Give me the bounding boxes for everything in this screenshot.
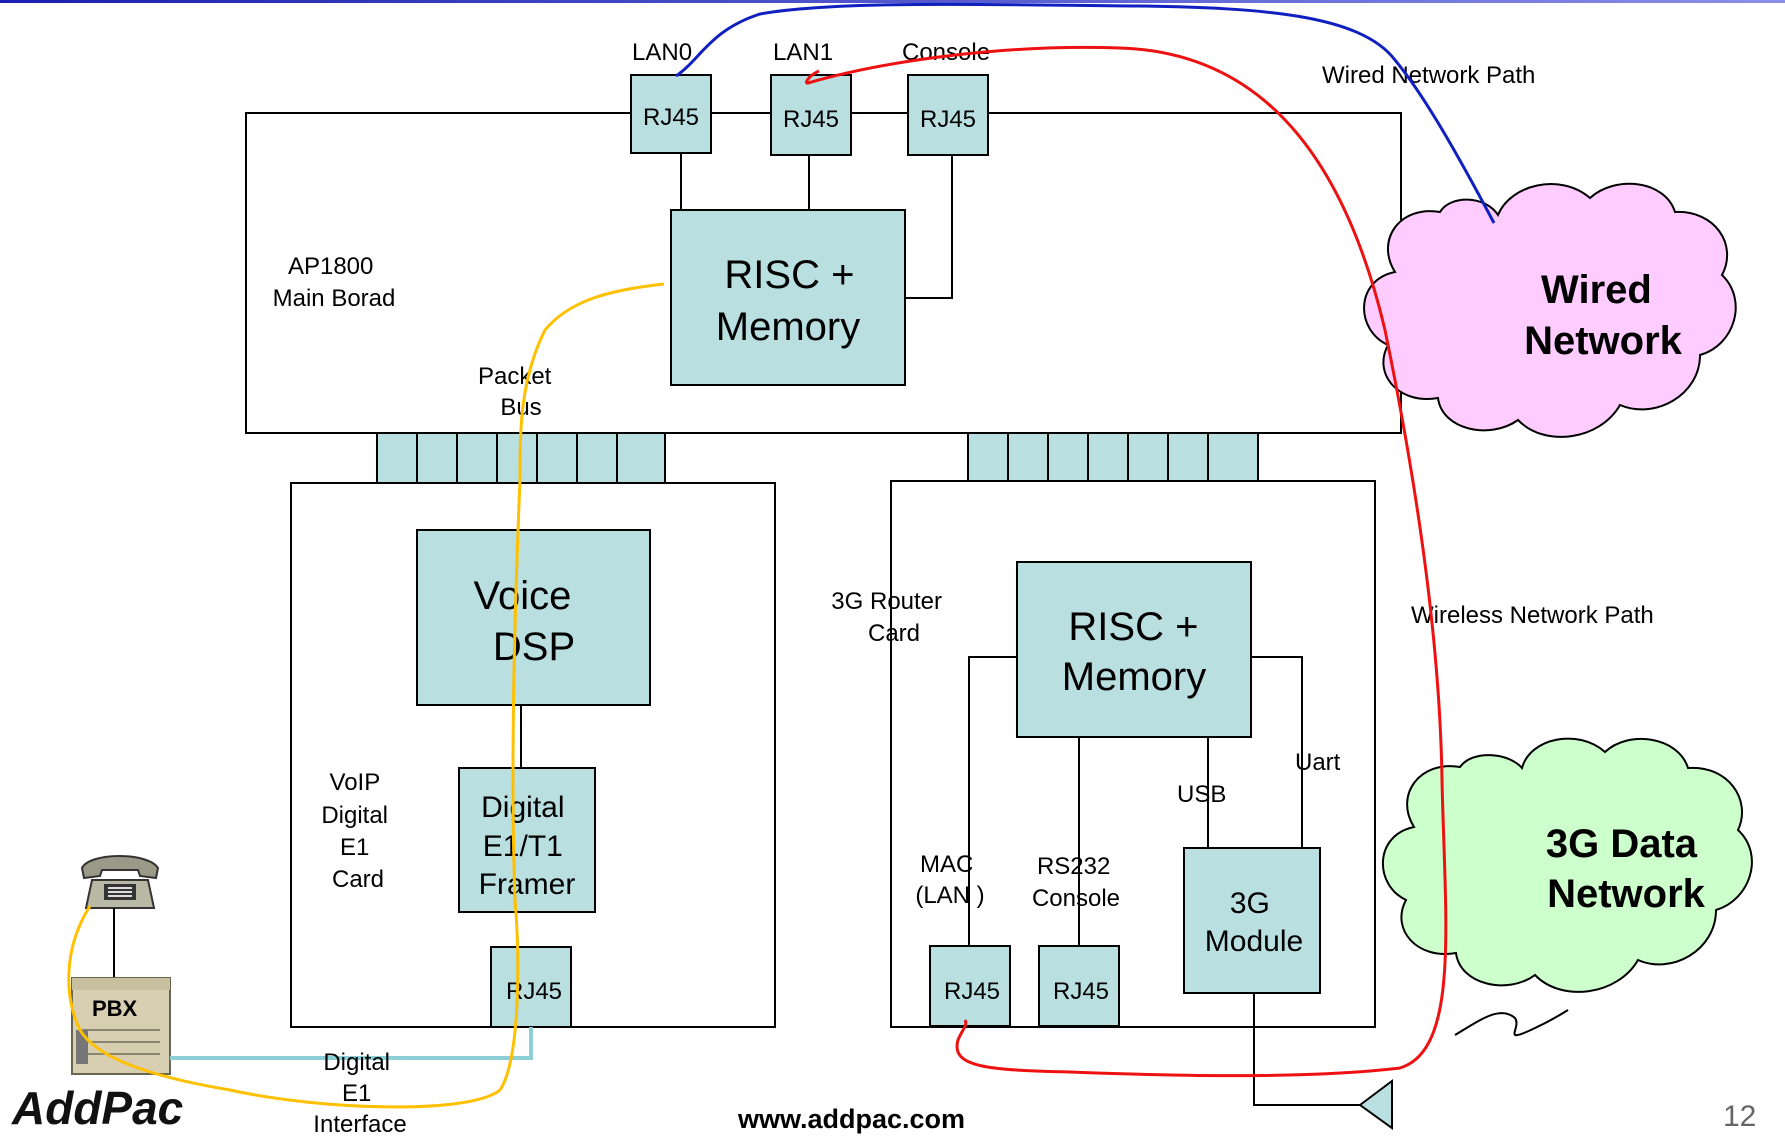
mac-rj45-port: [929, 945, 1011, 1027]
3g-data-network-label: 3G Data Network: [1546, 822, 1708, 916]
risc-memory-router: [1016, 561, 1252, 738]
risc-memory-main-label: RISC + Memory: [716, 253, 866, 349]
lan0-port-label: RJ45: [643, 104, 699, 131]
rs232-console-label: RS232 Console: [1032, 853, 1120, 912]
wireless-path-label: Wireless Network Path: [1411, 602, 1654, 629]
top-bar: [0, 0, 1785, 3]
footer-url: www.addpac.com: [737, 1104, 965, 1134]
lan0-label: LAN0: [632, 39, 692, 66]
rs232-rj45-port: [1038, 945, 1120, 1027]
main-board-label: AP1800 Main Borad: [273, 253, 396, 312]
voip-card: [290, 482, 776, 1028]
antenna-icon: [1358, 1079, 1393, 1130]
mac-lan-label: MAC (LAN ): [915, 851, 984, 909]
telephone-icon: [80, 855, 160, 909]
digital-e1-line: [170, 1027, 533, 1060]
voip-card-label: VoIP Digital E1 Card: [321, 769, 394, 893]
voice-network-path: [67, 282, 665, 1109]
lan1-port-label: RJ45: [783, 106, 839, 133]
lan0-port: [630, 74, 712, 154]
3g-module-label: 3G Module: [1205, 887, 1303, 958]
wireless-wave-icon: [1454, 1009, 1569, 1037]
voice-dsp-label: Voice DSP: [474, 574, 583, 669]
e1t1-framer: [458, 767, 596, 913]
uart-label: Uart: [1295, 749, 1341, 776]
router-card-label: 3G Router Card: [831, 588, 948, 647]
risc-memory-main: [670, 209, 906, 386]
console-port: [907, 74, 989, 156]
3g-module: [1183, 847, 1321, 994]
e1t1-framer-label: Digital E1/T1 Framer: [479, 791, 576, 901]
pbx-label: PBX: [92, 996, 138, 1021]
wired-network-label: Wired Network: [1524, 268, 1683, 363]
3g-data-network-cloud: [1382, 737, 1753, 993]
addpac-logo: AddPac: [11, 1082, 183, 1134]
router-slot-connector: [967, 432, 1259, 484]
mac-rj45-label: RJ45: [944, 978, 1000, 1005]
voip-rj45-label: RJ45: [506, 978, 562, 1005]
risc-memory-router-label: RISC + Memory: [1062, 605, 1210, 699]
wired-path-label: Wired Network Path: [1322, 62, 1535, 89]
wired-network-path: [675, 2, 1496, 224]
usb-label: USB: [1177, 781, 1226, 808]
voip-rj45-port: [490, 946, 572, 1028]
voice-dsp: [416, 529, 651, 706]
console-port-label: RJ45: [920, 106, 976, 133]
wired-network-cloud: [1363, 182, 1737, 438]
page-number: 12: [1723, 1100, 1756, 1133]
rs232-rj45-label: RJ45: [1053, 978, 1109, 1005]
wireless-network-path: [804, 45, 1448, 1078]
digital-e1-interface-label: Digital E1 Interface: [313, 1049, 406, 1136]
lan1-label: LAN1: [773, 39, 833, 66]
